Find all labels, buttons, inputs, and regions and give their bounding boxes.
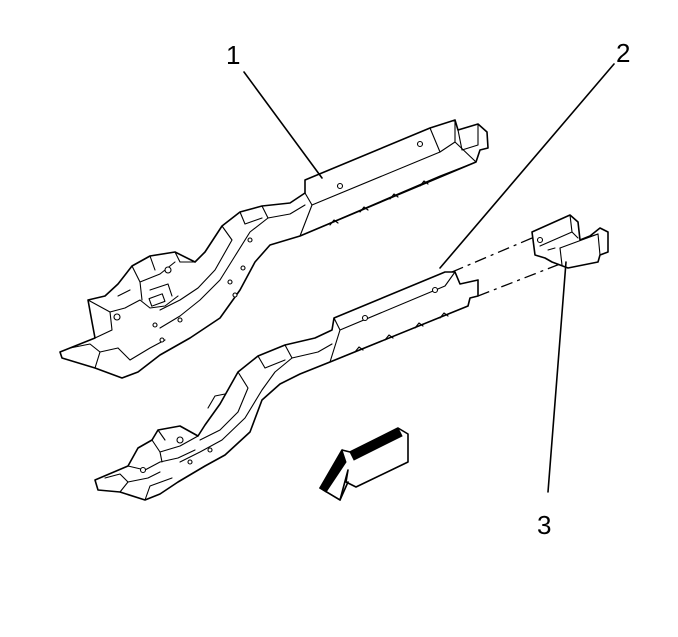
callout-1: 1 xyxy=(226,40,240,70)
callout-2: 2 xyxy=(616,38,630,68)
front-direction-arrow-icon xyxy=(319,427,409,501)
lower-frame-rail xyxy=(94,271,479,501)
callout-leaders xyxy=(243,63,615,493)
rear-frame-section xyxy=(531,214,609,269)
alignment-phantom-lines xyxy=(451,237,561,297)
callout-3: 3 xyxy=(537,510,551,540)
upper-frame-rail xyxy=(59,119,489,379)
